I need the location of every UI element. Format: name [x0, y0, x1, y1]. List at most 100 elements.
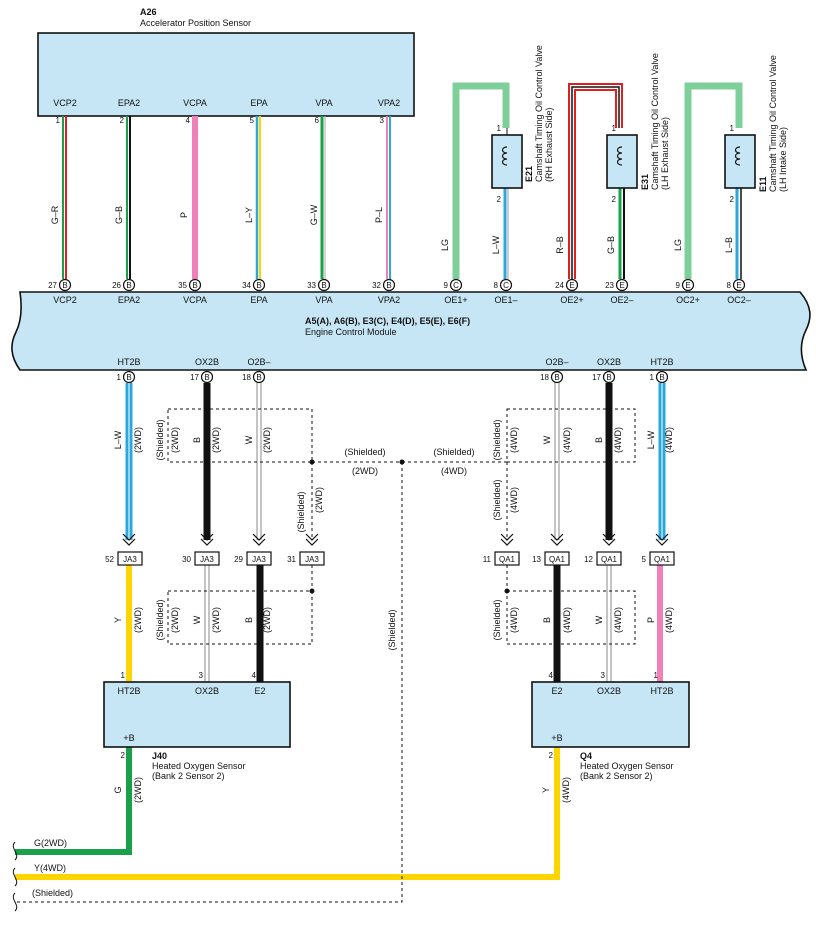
a26-wire-labels: G–R G–B P L–Y G–W P–L: [50, 204, 384, 225]
ecm-name: Engine Control Module: [305, 327, 397, 337]
ecm-term-vpa2: B 32 VPA2: [372, 278, 400, 305]
j40-term-plus-b: +B: [123, 733, 134, 743]
wire-code-w: W: [192, 615, 202, 624]
variant-4wd: (4WD): [562, 607, 572, 633]
wire-code-oe1p: LG: [440, 239, 450, 251]
wire-code-g-w: G–W: [309, 204, 319, 225]
wire-code-l-y: L–Y: [244, 207, 254, 223]
e11-pin-2: 2: [730, 195, 735, 204]
term-label: O2B–: [247, 357, 270, 367]
j40-term-e2: E2: [254, 686, 265, 696]
conn-letter: B: [62, 281, 67, 290]
ecm-term-ht2b-left: HT2B B 1: [117, 357, 141, 384]
valve-wires: [452, 82, 743, 279]
conn-letter: B: [256, 373, 261, 382]
conn-letter: B: [606, 373, 611, 382]
connector-ja3: [122, 533, 319, 546]
q4-sub: (Bank 2 Sensor 2): [580, 771, 653, 781]
e31-pin-2: 2: [612, 195, 617, 204]
wire-code-oe1m: L–W: [491, 235, 501, 254]
term-label: HT2B: [650, 357, 673, 367]
q4-term-plus-b: +B: [551, 733, 562, 743]
a26-term-vpa: VPA: [315, 98, 332, 108]
variant-2wd: (2WD): [314, 487, 324, 513]
conn-letter: B: [126, 373, 131, 382]
conn-letter: B: [192, 281, 197, 290]
valve-e21: 1 2 E21 Camshaft Timing Oil Control Valv…: [491, 45, 554, 204]
ecm-term-vcp2: B 27 VCP2: [48, 278, 77, 305]
pin-number: 24: [555, 281, 564, 290]
wire-code-p: P: [646, 617, 656, 623]
ecm-term-oe2m: E 23 OE2–: [605, 278, 634, 305]
term-label: OC2+: [676, 295, 700, 305]
lower-wires: [12, 383, 666, 912]
pin-number: 18: [242, 373, 251, 382]
wire-code-b: B: [192, 437, 202, 443]
variant-2wd: (2WD): [133, 777, 143, 803]
variant-2wd: (2WD): [211, 607, 221, 633]
conn-letter: B: [256, 281, 261, 290]
variant-4wd: (4WD): [509, 607, 519, 633]
a26-pin-1: 1: [56, 116, 61, 125]
conn-letter: E: [569, 281, 574, 290]
e21-pin-2: 2: [497, 195, 502, 204]
variant-4wd: (4WD): [613, 427, 623, 453]
j40-sub: (Bank 2 Sensor 2): [152, 771, 225, 781]
ecm-term-oc2m: E 8 OC2–: [727, 278, 751, 305]
conn-letter: E: [685, 281, 690, 290]
pin-number: 33: [307, 281, 316, 290]
ecm-term-o2b-left: O2B– B 18: [242, 357, 271, 384]
sensor-q4: E2 OX2B HT2B +B 4 3 1 2 Q4 Heated Oxygen…: [531, 671, 690, 781]
e31-name: Camshaft Timing Oil Control Valve: [650, 53, 660, 190]
e31-side: (LH Exhaust Side): [660, 117, 670, 190]
conn-letter: B: [321, 281, 326, 290]
shield-label: (Shielded): [155, 599, 165, 640]
conn-letter: B: [554, 373, 559, 382]
ja3-labels: JA3 52 JA3 30 JA3 29 JA3 31: [105, 551, 325, 566]
conn-letter: B: [659, 373, 664, 382]
q4-term-ox2b: OX2B: [597, 686, 621, 696]
pin-number: 34: [242, 281, 251, 290]
wire-code-w: W: [542, 435, 552, 444]
variant-4wd: (4WD): [561, 777, 571, 803]
variant-4wd: (4WD): [664, 607, 674, 633]
shield-label: (Shielded): [492, 419, 502, 460]
e11-box: [724, 134, 756, 189]
wire-code-w: W: [594, 615, 604, 624]
a26-term-vpa2: VPA2: [378, 98, 400, 108]
conn-name: QA1: [499, 555, 516, 564]
q4-ref: Q4: [580, 751, 592, 761]
variant-4wd: (4WD): [441, 466, 467, 476]
lower-wire-labels: L–W (2WD) (Shielded) (2WD) B (2WD) W (2W…: [32, 419, 674, 898]
term-label: OE1–: [494, 295, 517, 305]
a26-term-epa: EPA: [250, 98, 267, 108]
qa1-labels: QA1 11 QA1 13 QA1 12 QA1 5: [483, 551, 675, 566]
ecm-bottom-terminals: HT2B B 1 OX2B B 17 O2B– B 18 O2B– B 18 O…: [117, 357, 674, 384]
solenoid-coil-icon: [734, 146, 741, 166]
term-label: OC2–: [727, 295, 751, 305]
pin-number: 1: [654, 671, 659, 680]
q4-name: Heated Oxygen Sensor: [580, 761, 674, 771]
shield-label: (Shielded): [492, 599, 502, 640]
shield-label: (Shielded): [32, 888, 73, 898]
ecm-term-ht2b-right: HT2B B 1: [650, 357, 674, 384]
j40-term-ox2b: OX2B: [195, 686, 219, 696]
pin-number: 17: [592, 373, 601, 382]
a26-name: Accelerator Position Sensor: [140, 18, 251, 28]
pin-number: 9: [676, 281, 681, 290]
a26-term-vcpa: VCPA: [183, 98, 207, 108]
e31-box: [606, 134, 638, 189]
ecm-term-oe1m: C 8 OE1–: [494, 278, 518, 305]
e21-box: [491, 134, 523, 189]
pin-number: 29: [234, 555, 243, 564]
pin-number: 26: [112, 281, 121, 290]
solenoid-coil-icon: [616, 146, 623, 166]
ecm-term-ox2b-right: OX2B B 17: [592, 357, 621, 384]
ecm-box: [11, 291, 811, 371]
term-label: OE2–: [610, 295, 633, 305]
variant-2wd: (2WD): [211, 427, 221, 453]
pin-number: 32: [372, 281, 381, 290]
q4-box: [531, 681, 690, 748]
a26-pin-4: 4: [186, 116, 191, 125]
